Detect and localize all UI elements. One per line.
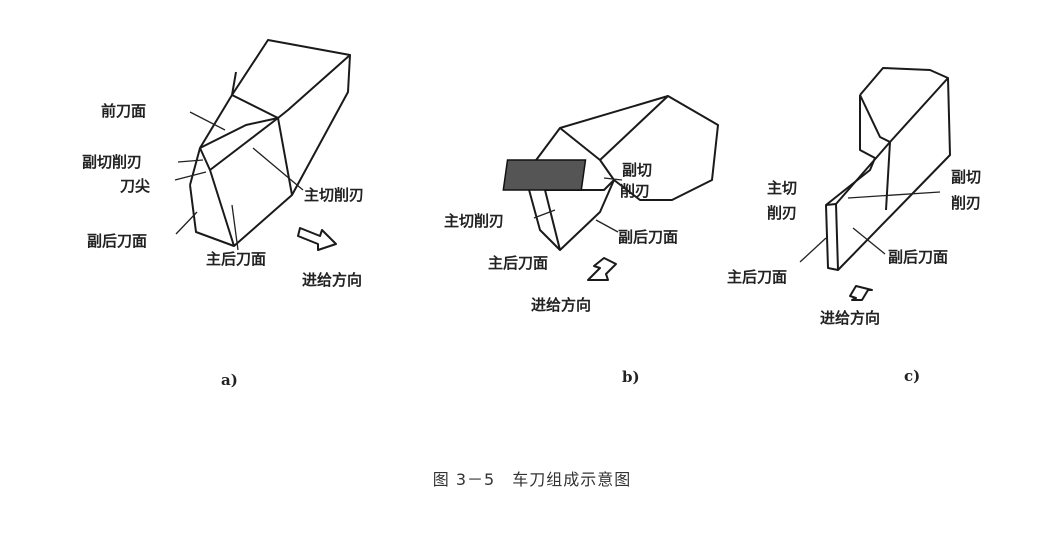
label-minor-cutting-edge-line1: 副切 [951, 168, 981, 186]
label-tool-tip: 刀尖 [120, 177, 150, 195]
figure-c-tag: c) [904, 367, 920, 385]
figure-b-tool-drawing [502, 95, 719, 281]
label-minor-flank: 副后刀面 [888, 248, 948, 266]
label-major-cutting-edge-line1: 主切 [767, 179, 797, 197]
figure-c-tool-drawing [799, 67, 951, 301]
label-major-flank: 主后刀面 [206, 250, 266, 268]
label-feed-direction: 进给方向 [820, 309, 880, 327]
label-major-cutting-edge: 主切削刃 [444, 212, 504, 230]
label-minor-flank: 副后刀面 [87, 232, 147, 250]
label-minor-flank: 副后刀面 [618, 228, 678, 246]
label-major-cutting-edge: 主切削刃 [304, 186, 364, 204]
label-minor-cutting-edge-line2: 削刃 [951, 194, 981, 212]
figure-caption: 图 3－5 车刀组成示意图 [432, 470, 632, 489]
label-rake-face: 前刀面 [101, 102, 146, 120]
figure-a-tag: a) [221, 371, 238, 389]
label-minor-cutting-edge-line2: 削刃 [620, 182, 650, 200]
label-feed-direction: 进给方向 [302, 271, 362, 289]
figure-a-tool-drawing [174, 39, 351, 251]
figure-b-tag: b) [622, 368, 640, 386]
label-major-flank: 主后刀面 [727, 268, 787, 286]
label-minor-cutting-edge-line1: 副切 [622, 161, 652, 179]
label-major-flank: 主后刀面 [488, 254, 548, 272]
label-major-cutting-edge-line2: 削刃 [767, 204, 797, 222]
label-minor-cutting-edge: 副切削刃 [82, 153, 142, 171]
label-feed-direction: 进给方向 [531, 296, 591, 314]
